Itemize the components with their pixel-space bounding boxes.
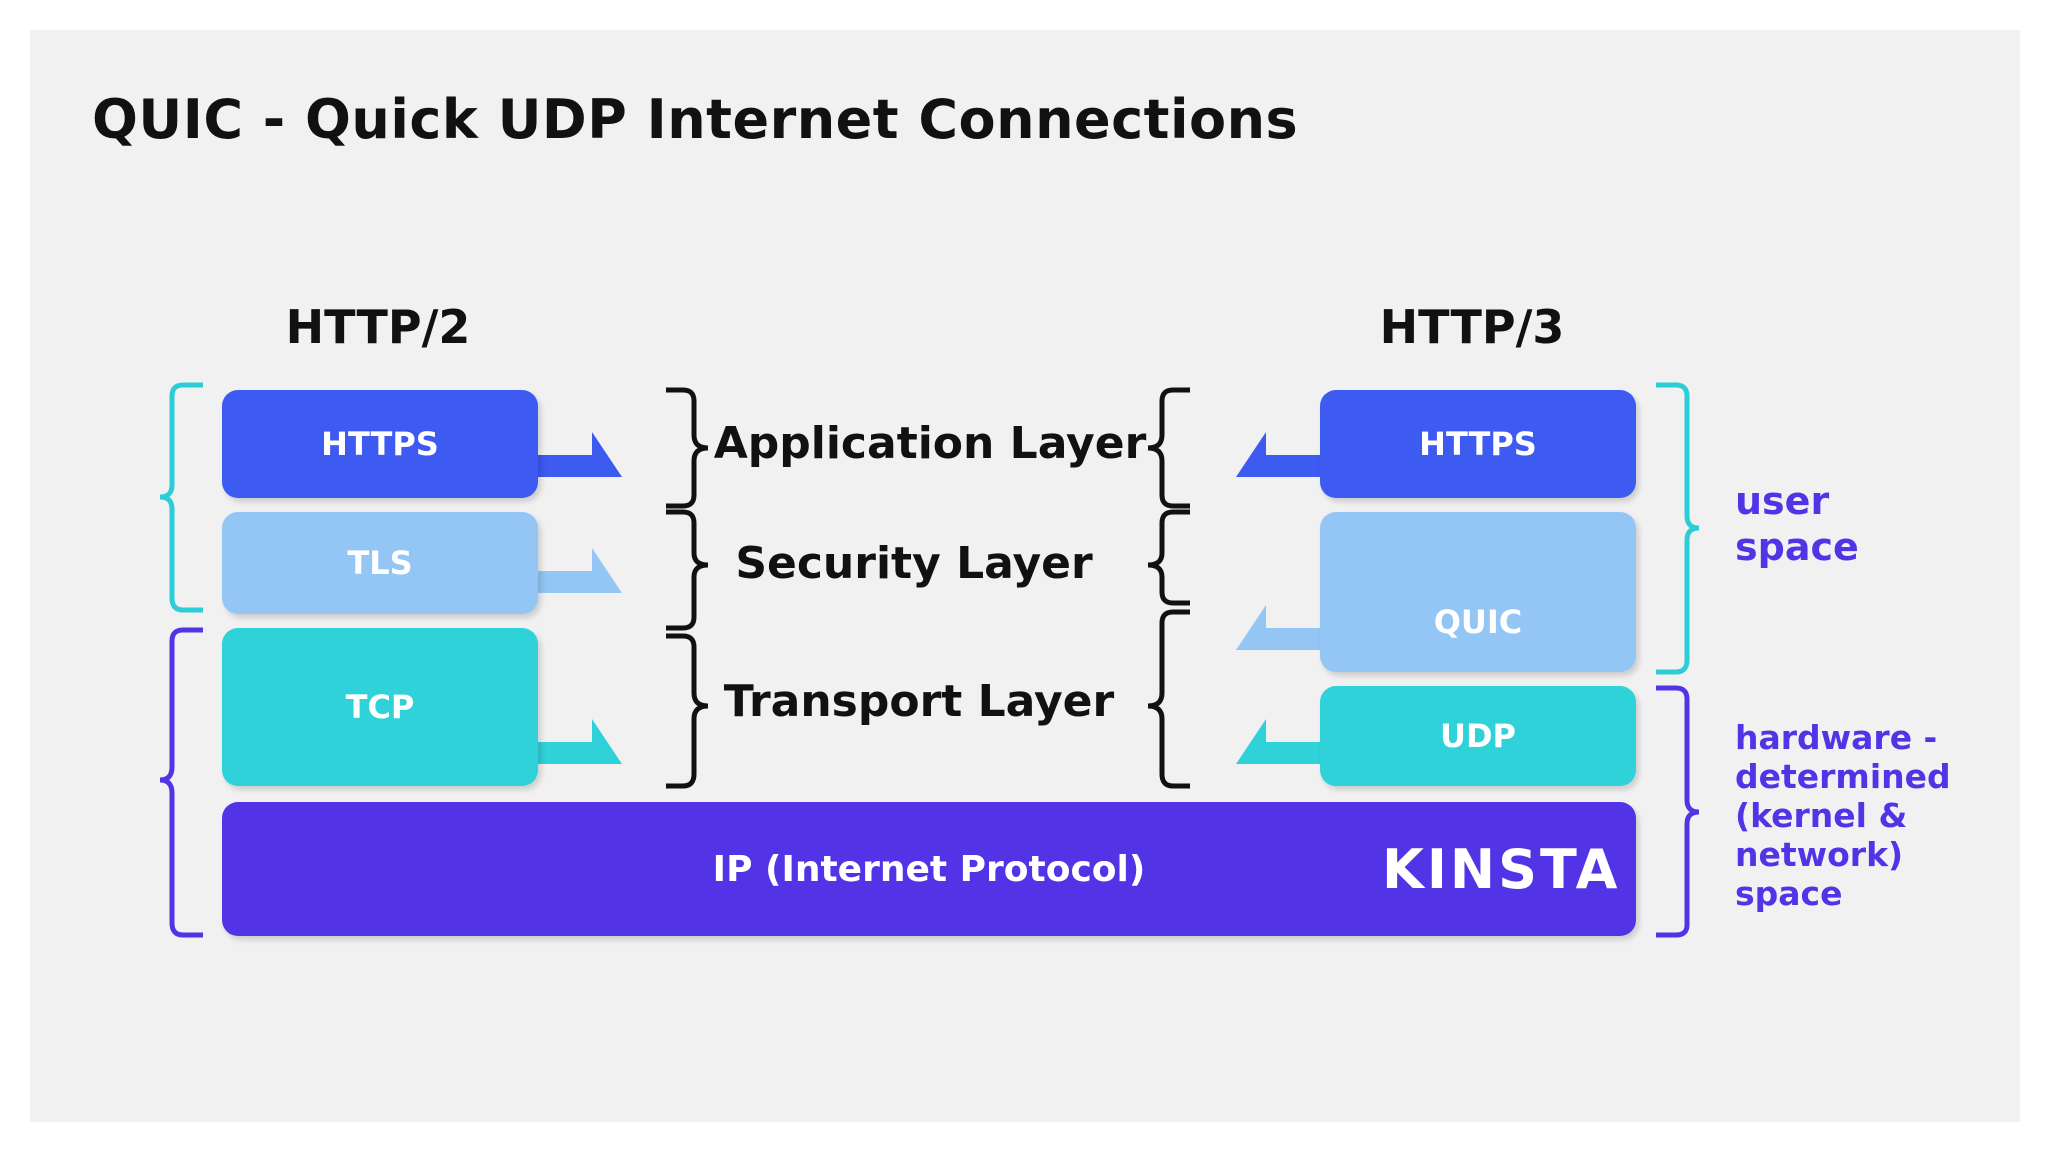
http3-udp-box: UDP [1320,686,1636,786]
security-brace-right [1147,509,1190,606]
ip-layer-box: IP (Internet Protocol) [222,802,1636,936]
security-brace-left [666,509,709,631]
quic-arrow-right [1236,605,1320,650]
hardware-space-label: hardware - determined (kernel & network)… [1735,718,1951,913]
http2-tls-label: TLS [347,544,413,582]
http2-tls-box: TLS [222,512,538,614]
http3-udp-label: UDP [1440,717,1516,755]
http2-tcp-box: TCP [222,628,538,786]
hardware-space-bracket-left [159,627,203,938]
http3-https-label: HTTPS [1419,425,1537,463]
http2-tcp-label: TCP [345,688,415,726]
hardware-space-bracket-right [1656,685,1700,938]
user-space-bracket-right [1656,382,1700,675]
transport-brace-right [1147,609,1190,789]
udp-arrow-right [1236,719,1320,764]
http3-column-heading: HTTP/3 [1379,300,1565,354]
user-space-label: user space [1735,479,1859,569]
http2-column-heading: HTTP/2 [285,300,471,354]
https-arrow-left [538,432,622,477]
security-layer-label: Security Layer [735,538,1093,589]
http2-https-box: HTTPS [222,390,538,498]
application-brace-right [1147,387,1190,509]
application-brace-left [666,387,709,509]
page-title: QUIC - Quick UDP Internet Connections [92,88,1299,151]
http3-quic-box: QUIC [1320,512,1636,672]
https-arrow-right [1236,432,1320,477]
transport-brace-left [666,633,709,789]
kinsta-logo: KINSTA [1382,838,1621,901]
http3-https-box: HTTPS [1320,390,1636,498]
tls-arrow-left [538,548,622,593]
application-layer-label: Application Layer [713,418,1147,469]
tcp-arrow-left [538,719,622,764]
ip-layer-label: IP (Internet Protocol) [712,848,1146,890]
transport-layer-label: Transport Layer [723,676,1115,727]
http2-https-label: HTTPS [321,425,439,463]
user-space-bracket-left [159,382,203,613]
http3-quic-label: QUIC [1433,603,1523,641]
